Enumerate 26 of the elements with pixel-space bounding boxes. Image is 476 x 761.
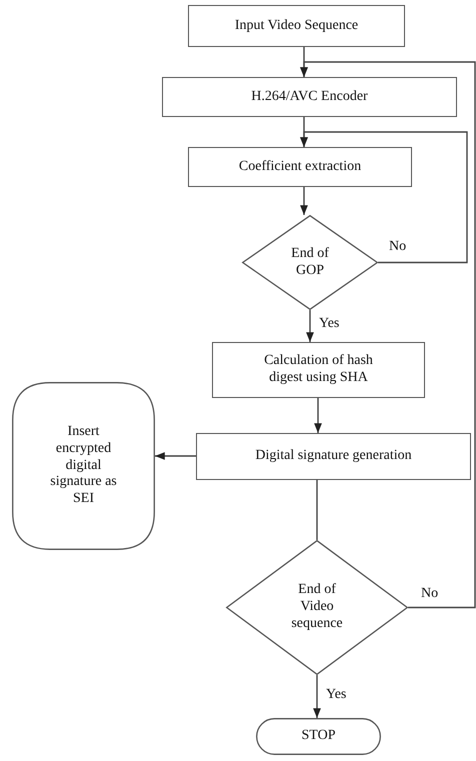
node-label: H.264/AVC Encoder (251, 88, 368, 106)
node-label: Input Video Sequence (234, 18, 358, 34)
arrow (300, 61, 476, 608)
process-box (212, 342, 425, 398)
arrow (155, 452, 196, 460)
node-label: Insert encrypted digital signature as SEI (49, 424, 118, 508)
process-box (188, 147, 412, 187)
node-label: End of Video sequence (290, 582, 344, 633)
arrow (300, 131, 468, 264)
node-label: Digital signature generation (255, 448, 412, 465)
node-label: Calculation of hash digest using SHA (263, 353, 374, 387)
arrow (314, 398, 322, 433)
arrow (313, 675, 321, 718)
node-label: STOP (302, 728, 336, 745)
process-box (196, 433, 471, 480)
connector-line (316, 480, 318, 540)
decision-diamond (242, 215, 378, 310)
decision-diamond (226, 540, 408, 675)
node-label: Coefficient extraction (238, 158, 362, 176)
output-box (12, 382, 155, 550)
arrow (306, 310, 314, 342)
terminal-box (256, 718, 381, 755)
process-box (162, 77, 457, 117)
node-label: End of GOP (290, 246, 330, 280)
process-box (188, 5, 405, 47)
arrow (300, 187, 308, 215)
